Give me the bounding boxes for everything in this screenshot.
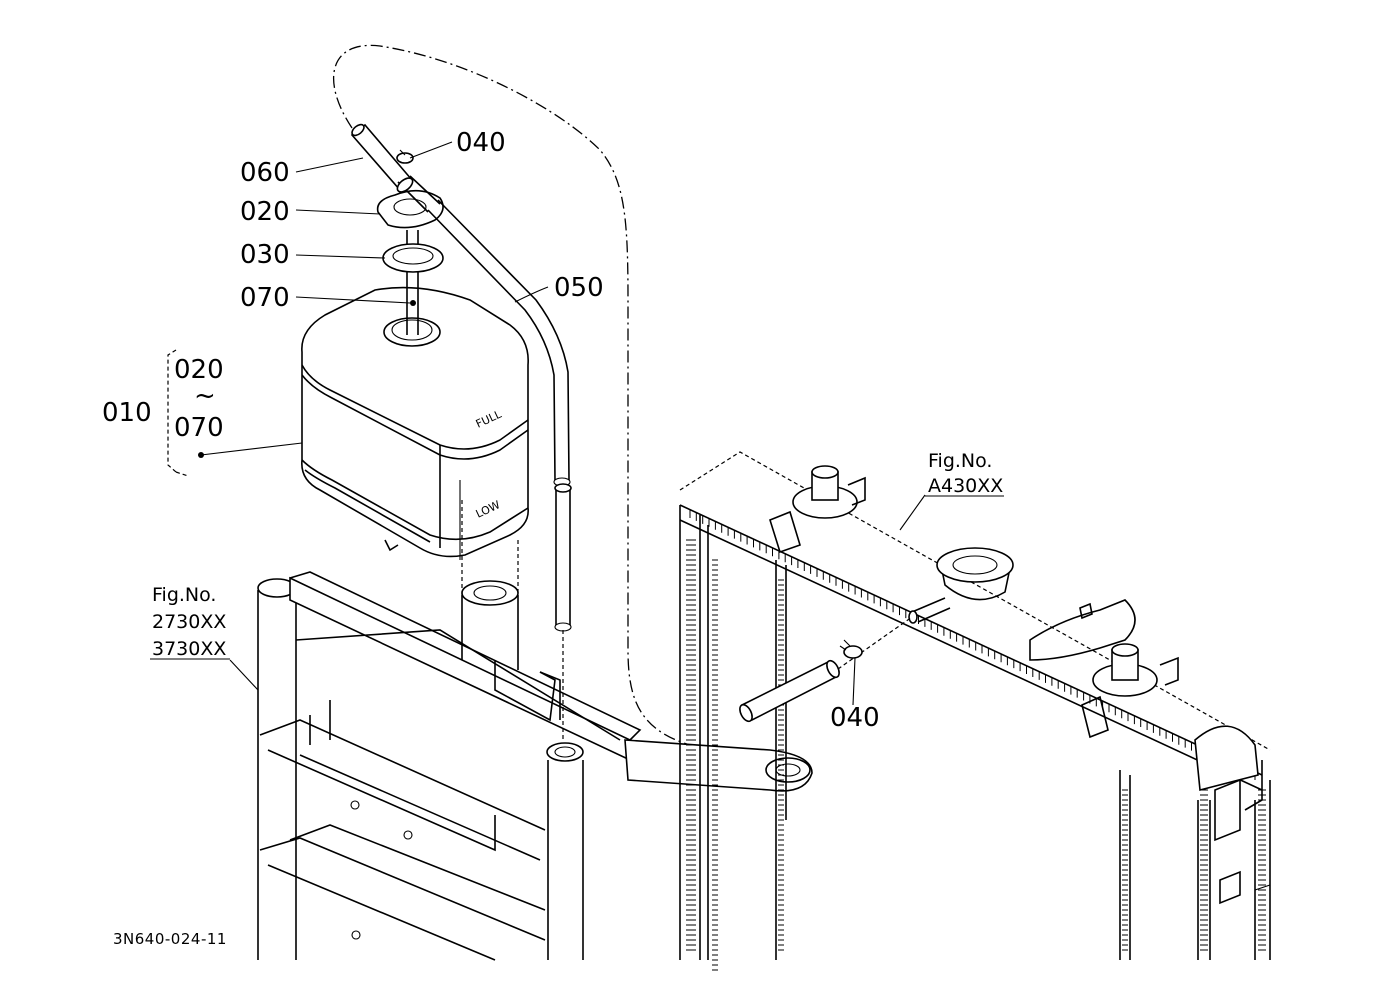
callout-050: 050 [554, 273, 604, 303]
fig-ref-radiator-title: Fig.No. [928, 450, 992, 472]
tank-projection [461, 500, 519, 595]
packing-ring [382, 243, 444, 273]
group-bracket [167, 349, 177, 473]
callout-010: 010 [102, 398, 152, 428]
hose-upper [350, 123, 441, 213]
frame-assembly [257, 571, 813, 961]
fig-ref-frame-title: Fig.No. [152, 584, 216, 606]
fig-ref-frame: Fig.No. 2730XX 3730XX [150, 584, 230, 660]
group-range-from: 020 [174, 355, 224, 385]
fig-ref-frame-number-1: 2730XX [152, 611, 226, 633]
hose-clip-lower [839, 639, 863, 659]
callout-040-bottom: 040 [830, 703, 880, 733]
tank-cap [376, 189, 444, 229]
hose-clip-upper [396, 149, 414, 164]
radiator-assembly [679, 451, 1271, 971]
callout-020: 020 [240, 197, 290, 227]
leader-lines [198, 141, 926, 706]
group-bracket-frame [175, 471, 189, 477]
group-range-to: 070 [174, 413, 224, 443]
reserve-tank: FULL LOW [301, 286, 529, 560]
callout-070: 070 [240, 283, 290, 313]
callout-060: 060 [240, 158, 290, 188]
fig-ref-radiator: Fig.No. A430XX [925, 450, 1004, 497]
fig-ref-radiator-number: A430XX [928, 475, 1003, 497]
callout-040-top: 040 [456, 128, 506, 158]
overflow-pipe [427, 199, 572, 742]
group-range-tilde: ~ [194, 381, 216, 411]
callout-030: 030 [240, 240, 290, 270]
overflow-hose-route [332, 44, 691, 746]
figure-code: 3N640-024-11 [113, 930, 227, 948]
fig-ref-frame-number-2: 3730XX [152, 638, 226, 660]
overflow-hose-lower [739, 616, 913, 723]
